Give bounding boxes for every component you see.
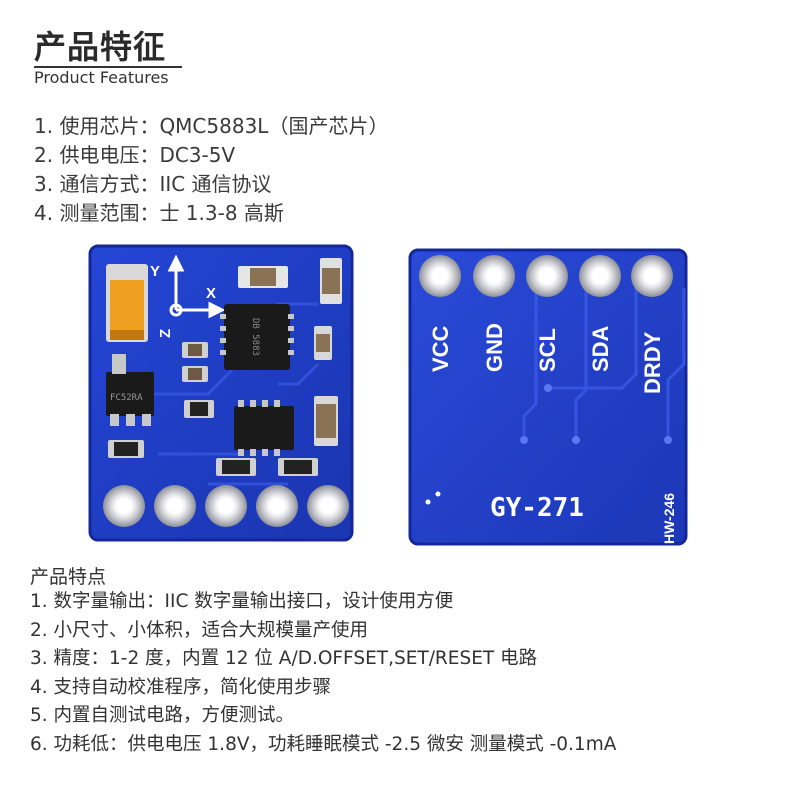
title-underline [34,66,182,68]
pin-label-vcc: VCC [428,325,453,372]
page-title-en: Product Features [34,68,169,87]
axis-y-label: Y [150,263,160,280]
left-board: Y X Z DB 5883 FC52RA [88,244,354,542]
pin-label-gnd: GND [482,323,507,372]
pin-label-drdy: DRDY [640,331,665,394]
feature-item: 3. 精度：1-2 度，内置 12 位 A/D.OFFSET,SET/RESET… [30,648,538,670]
regulator-marking: FC52RA [110,393,143,403]
spec-item: 4. 测量范围：士 1.3-8 高斯 [34,201,284,225]
board-version-label: HW-246 [661,493,677,544]
axis-z-label: Z [157,329,174,338]
features-heading: 产品特点 [30,566,107,588]
axis-x-label: X [206,285,216,302]
left-board-pads [103,485,349,527]
spec-list: 1. 使用芯片：QMC5883L（国产芯片） 2. 供电电压：DC3-5V 3.… [34,112,388,228]
spec-item: 2. 供电电压：DC3-5V [34,143,236,167]
feature-item: 6. 功耗低：供电电压 1.8V，功耗睡眠模式 -2.5 微安 测量模式 -0.… [30,733,617,755]
board-model-label: GY-271 [490,493,584,523]
features-list: 1. 数字量输出：IIC 数字量输出接口，设计使用方便 2. 小尺寸、小体积，适… [30,588,616,760]
feature-item: 1. 数字量输出：IIC 数字量输出接口，设计使用方便 [30,591,454,612]
page-title-cn: 产品特征 [34,28,167,66]
product-photo: Y X Z DB 5883 FC52RA [88,244,688,546]
feature-item: 5. 内置自测试电路，方便测试。 [30,705,295,727]
right-board: VCC GND SCL SDA DRDY GY-271 HW-246 [408,248,688,546]
spec-item: 1. 使用芯片：QMC5883L（国产芯片） [34,114,389,138]
feature-item: 4. 支持自动校准程序，简化使用步骤 [30,676,332,698]
chip-marking: DB 5883 [250,318,260,356]
right-board-pads [419,255,673,297]
feature-item: 2. 小尺寸、小体积，适合大规模量产使用 [30,619,369,641]
pin-label-scl: SCL [535,328,560,372]
spec-item: 3. 通信方式：IIC 通信协议 [34,172,272,196]
pin-label-sda: SDA [588,325,613,372]
